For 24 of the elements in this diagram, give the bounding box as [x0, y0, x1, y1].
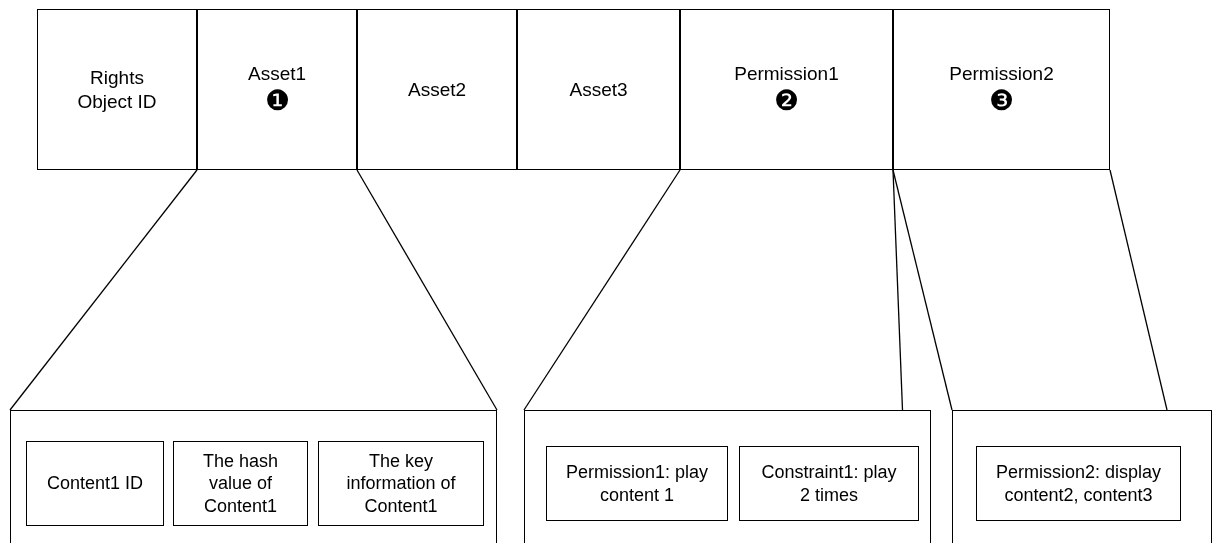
- callout-number: ❸: [989, 85, 1014, 117]
- header-cell: Asset2: [357, 9, 517, 170]
- expansion-line: [892, 169, 953, 411]
- detail-box: The hash value of Content1: [173, 441, 308, 526]
- detail-box: Permission1: play content 1: [546, 446, 728, 521]
- header-cell: Permission1 ❷: [680, 9, 893, 170]
- expanded-panel: [524, 410, 931, 543]
- detail-box: Constraint1: play 2 times: [739, 446, 919, 521]
- expansion-line: [523, 169, 681, 411]
- expanded-panel: [952, 410, 1212, 543]
- callout-number: ❷: [774, 85, 799, 117]
- expansion-line: [892, 169, 904, 411]
- expansion-line: [356, 169, 498, 411]
- expanded-panel: [10, 410, 497, 543]
- expansion-line: [9, 169, 198, 411]
- expansion-line: [1109, 169, 1168, 411]
- header-cell: Permission2 ❸: [893, 9, 1110, 170]
- header-cell: Rights Object ID: [37, 9, 197, 170]
- header-cell: Asset3: [517, 9, 680, 170]
- detail-box: Permission2: display content2, content3: [976, 446, 1181, 521]
- detail-box: Content1 ID: [26, 441, 164, 526]
- detail-box: The key information of Content1: [318, 441, 484, 526]
- header-cell: Asset1 ❶: [197, 9, 357, 170]
- callout-number: ❶: [264, 85, 290, 117]
